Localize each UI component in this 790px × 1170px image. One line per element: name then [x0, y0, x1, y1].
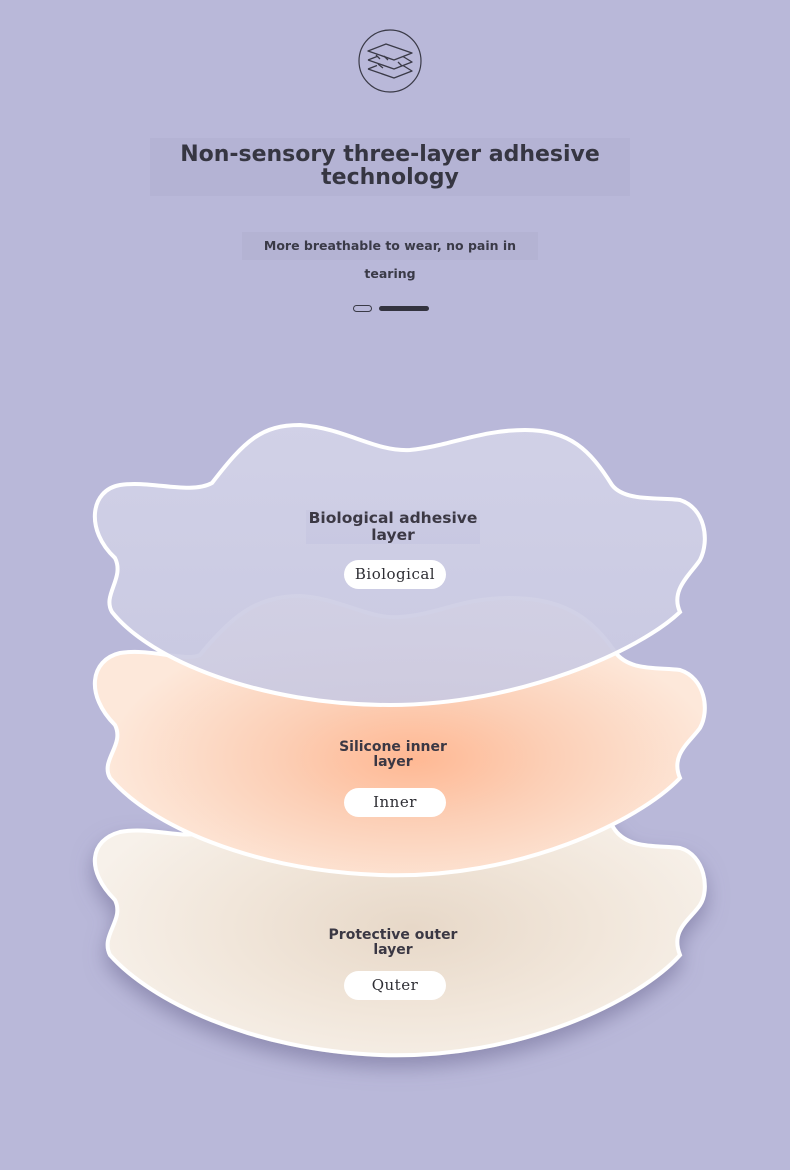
- carousel-pager: [352, 304, 432, 316]
- pager-dot-2-active[interactable]: [379, 306, 429, 311]
- bio-layer-title: Biological adhesive layer: [306, 510, 480, 544]
- outer-layer-tag: Quter: [344, 971, 446, 1000]
- outer-layer-title: Protective outer layer: [328, 927, 458, 958]
- inner-layer-tag: Inner: [344, 788, 446, 817]
- layers-icon: [358, 29, 422, 93]
- page-title: Non-sensory three-layer adhesive technol…: [150, 138, 630, 196]
- page-subtitle: More breathable to wear, no pain in tear…: [242, 232, 538, 281]
- bio-layer-tag: Biological: [344, 560, 446, 589]
- pager-dot-1[interactable]: [353, 305, 372, 312]
- inner-layer-title: Silicone inner layer: [339, 739, 447, 770]
